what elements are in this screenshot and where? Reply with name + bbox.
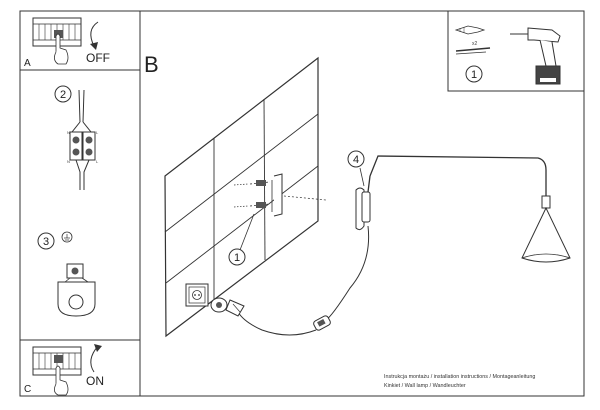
- step-2-number: 2: [60, 89, 66, 101]
- plug-icon: [210, 297, 245, 317]
- tools-content: x2 1: [454, 25, 561, 85]
- panel-c-letter: C: [24, 384, 31, 395]
- step-3-number: 3: [43, 236, 49, 248]
- footer-instructions: Instrukcja montażu / installation instru…: [384, 374, 535, 380]
- step-1-top-badge: [465, 65, 483, 83]
- terminal-mark-right-bottom: L: [96, 159, 99, 164]
- panel-c: ON C: [24, 344, 104, 396]
- step-4-number: 4: [353, 154, 359, 166]
- wall-dowel-icon: [454, 25, 486, 35]
- inline-switch-icon: [313, 315, 331, 331]
- drill-icon: [510, 27, 561, 85]
- terminal-block-icon: [69, 89, 96, 190]
- step-3: 3: [37, 231, 96, 317]
- arrow-head-icon: [90, 42, 98, 50]
- breaker-a-icon: [32, 17, 82, 47]
- step-2-badge: [54, 85, 72, 103]
- sheet-border: [19, 10, 585, 397]
- step-4-badge: [347, 150, 365, 168]
- step-1-top-number: 1: [471, 69, 477, 81]
- lamp-cable: [325, 225, 370, 321]
- terminal-mark-left-bottom: N: [67, 159, 70, 164]
- hand-c-icon: [54, 365, 69, 396]
- plug-cable: [237, 311, 317, 336]
- terminal-mark-right-top: L: [96, 130, 99, 135]
- panel-a: OFF A: [24, 17, 110, 69]
- dowel-count: x2: [472, 41, 478, 47]
- step-1-wall-badge: [228, 248, 246, 266]
- arrow-up-head-icon: [94, 344, 102, 352]
- step-3-badge: [37, 232, 55, 250]
- step-4-leader: [359, 167, 365, 187]
- footer-product: Kinkiet / Wall lamp / Wandleuchter: [384, 383, 466, 389]
- ground-icon: [61, 231, 73, 243]
- screw-icon: [455, 47, 491, 55]
- panel-a-letter: A: [24, 58, 31, 69]
- main-step-letter: B: [144, 52, 159, 77]
- wall-lamp-icon: [355, 155, 571, 263]
- panel-c-state: ON: [86, 374, 104, 388]
- step-1-wall-leader: [239, 213, 255, 251]
- step-2: 2 N N L L: [54, 85, 99, 190]
- wall-panel: [164, 56, 319, 338]
- mounting-bracket-icon: [233, 173, 327, 217]
- terminal-mark-left-top: N: [67, 130, 70, 135]
- earth-bracket-icon: [57, 263, 96, 317]
- step-1-wall-number: 1: [234, 252, 240, 264]
- wall-outlet-icon: [185, 283, 209, 307]
- tools-box: [447, 10, 585, 92]
- hand-a-icon: [54, 33, 69, 65]
- panel-a-state: OFF: [86, 51, 110, 65]
